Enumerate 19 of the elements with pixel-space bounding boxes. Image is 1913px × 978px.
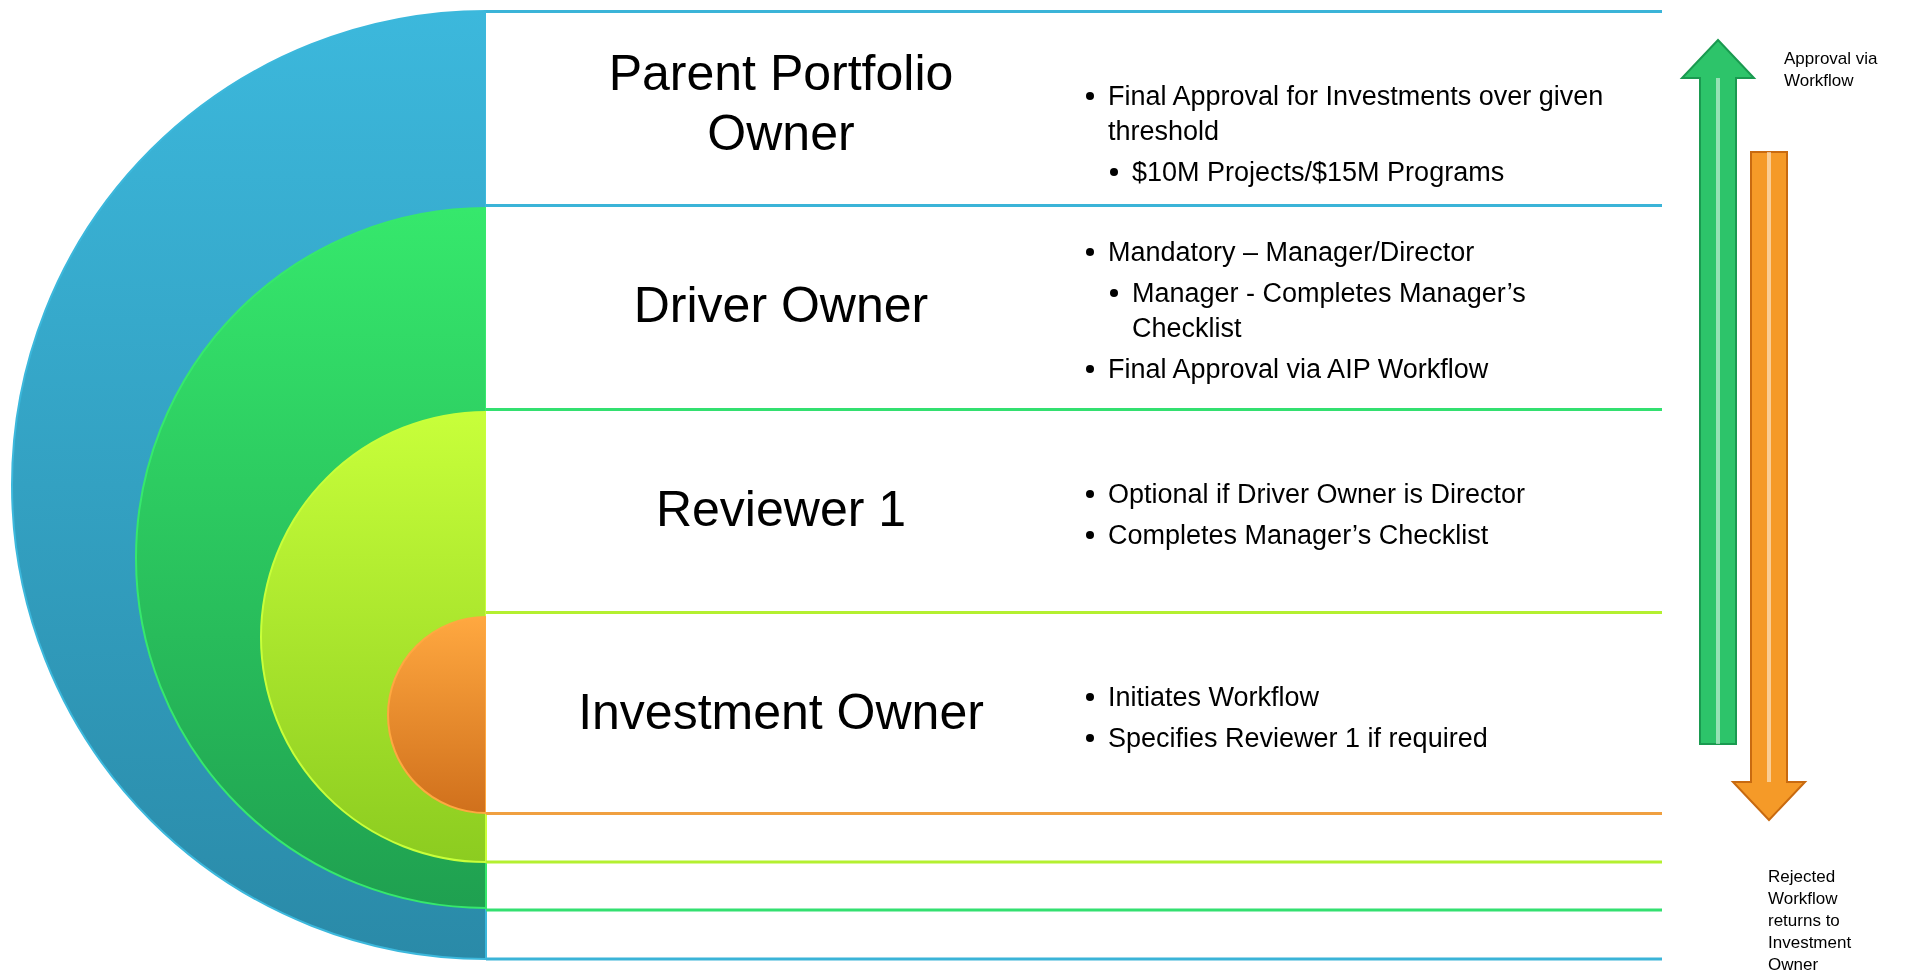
bullet-text: $10M Projects/$15M Programs	[1132, 156, 1506, 190]
role-band	[486, 411, 1662, 614]
bullet-text: Completes Manager’s Checklist	[1108, 519, 1490, 553]
role-heading: Reviewer 1	[654, 480, 908, 539]
role-band	[486, 614, 1662, 815]
arrow-caption: Approval via Workflow	[1784, 48, 1879, 93]
role-heading: Investment Owner	[577, 683, 985, 742]
bullet-text: Initiates Workflow	[1108, 681, 1321, 714]
role-band	[486, 207, 1662, 411]
role-heading: Parent Portfolio Owner	[607, 44, 955, 163]
role-heading: Driver Owner	[632, 276, 930, 335]
bullet-text: Optional if Driver Owner is Director	[1108, 478, 1527, 511]
role-band	[486, 10, 1662, 207]
bullet-text: Manager - Completes Manager’s Checklist	[1132, 277, 1527, 346]
bullet-text: Specifies Reviewer 1 if required	[1108, 722, 1489, 756]
bullet-text: Final Approval via AIP Workflow	[1108, 353, 1490, 387]
bullet-text: Mandatory – Manager/Director	[1108, 236, 1476, 269]
bullet-text: Final Approval for Investments over given threshold	[1108, 80, 1605, 149]
arrow-caption: Rejected Workflow returns to Investment Owner	[1768, 866, 1853, 977]
